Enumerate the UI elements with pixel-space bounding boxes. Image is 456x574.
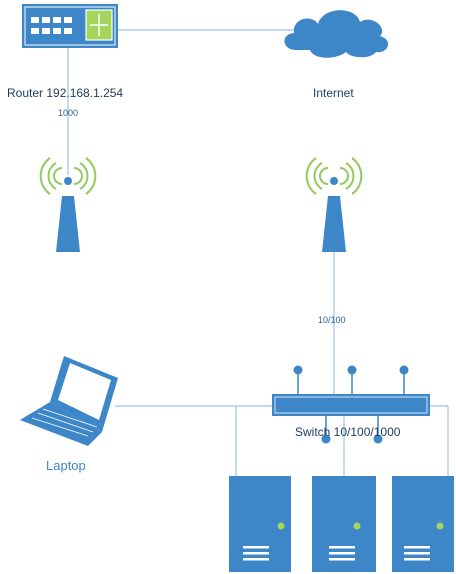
server-icon-3 <box>392 476 454 572</box>
uplink-speed-label: 10/100 <box>318 315 346 325</box>
router-speed-label: 1000 <box>58 108 79 118</box>
server-icon-2 <box>312 476 376 572</box>
laptop-label: Laptop <box>46 458 86 473</box>
switch-icon <box>272 365 430 444</box>
server-icon-1 <box>229 476 291 572</box>
connection-lines <box>67 29 449 476</box>
router-icon <box>22 4 118 48</box>
cloud-icon <box>284 10 389 58</box>
internet-antenna-icon <box>305 157 363 252</box>
laptop-icon <box>20 356 118 446</box>
router-antenna-icon <box>39 157 97 252</box>
internet-label: Internet <box>313 86 354 100</box>
router-label: Router 192.168.1.254 <box>7 86 124 100</box>
switch-label: Switch 10/100/1000 <box>295 425 401 439</box>
